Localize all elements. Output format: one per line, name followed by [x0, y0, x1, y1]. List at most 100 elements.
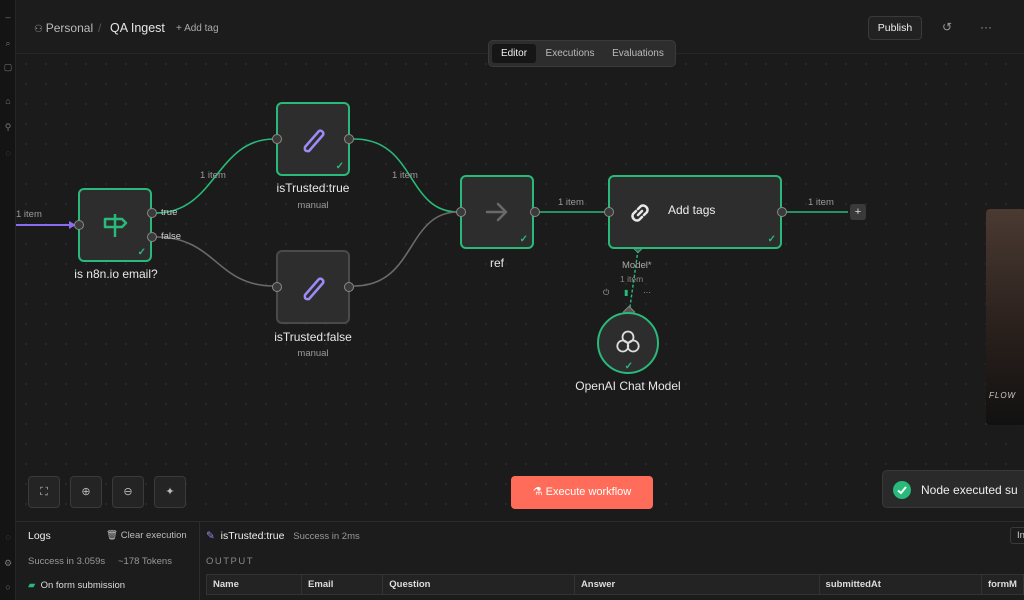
- zoom-out-button[interactable]: ⊖: [112, 476, 144, 508]
- label-false: false: [161, 231, 182, 242]
- success-check-circle-icon: [893, 481, 911, 499]
- ref-output-port[interactable]: [530, 207, 540, 217]
- delete-icon[interactable]: ▮: [624, 288, 629, 297]
- success-check-icon: ✓: [624, 361, 633, 372]
- input-toggle-button[interactable]: In: [1010, 527, 1024, 544]
- toast-text: Node executed su: [921, 483, 1018, 497]
- tab-editor[interactable]: Editor: [492, 44, 536, 63]
- user-icon: ⚇: [34, 24, 46, 35]
- add-node-button[interactable]: +: [850, 204, 866, 220]
- wire-label-ref-tags: 1 item: [558, 197, 584, 208]
- arrow-right-icon: [485, 202, 508, 222]
- node-ref[interactable]: ✓: [460, 175, 534, 249]
- wire-label-if-true: 1 item: [200, 170, 226, 181]
- flask-icon: ⚗: [532, 486, 546, 498]
- execution-summary: Success in 3.059s: [28, 556, 106, 567]
- signpost-icon: [103, 214, 128, 237]
- fit-view-button[interactable]: ⛶: [28, 476, 60, 508]
- add-tags-input-port[interactable]: [604, 207, 614, 217]
- more-options-icon[interactable]: ···: [980, 20, 992, 34]
- node-if-label: is n8n.io email?: [74, 267, 158, 281]
- label-true: true: [161, 207, 178, 218]
- chat-icon[interactable]: ◌: [5, 532, 11, 542]
- zoom-in-button[interactable]: ⊕: [70, 476, 102, 508]
- execute-workflow-button[interactable]: ⚗ Execute workflow: [511, 476, 653, 509]
- wire-if-false: [155, 236, 275, 287]
- pencil-icon: [303, 277, 325, 301]
- tidy-up-button[interactable]: ✦: [154, 476, 186, 508]
- ref-input-port[interactable]: [456, 207, 466, 217]
- logs-list: Logs 🗑 Clear execution Success in 3.059s…: [16, 522, 200, 600]
- view-tabs: Editor Executions Evaluations: [488, 40, 676, 67]
- success-check-icon: ✓: [335, 161, 344, 172]
- node-trusted-false[interactable]: [276, 250, 350, 324]
- trusted-true-output-port[interactable]: [344, 134, 354, 144]
- form-icon: ▰: [28, 580, 36, 591]
- collapse-icon[interactable]: –: [5, 12, 11, 22]
- pencil-icon: [303, 129, 325, 153]
- trusted-true-input-port[interactable]: [272, 134, 282, 144]
- help-icon[interactable]: ◌: [5, 148, 11, 158]
- trusted-false-input-port[interactable]: [272, 282, 282, 292]
- node-if[interactable]: ✓: [78, 188, 152, 262]
- node-add-tags[interactable]: Add tags ✓: [608, 175, 782, 249]
- if-output-true-port[interactable]: [147, 208, 157, 218]
- add-tag-button[interactable]: + Add tag: [176, 23, 219, 34]
- if-output-false-port[interactable]: [147, 232, 157, 242]
- webcam-shirt-text: FLOW: [989, 391, 1017, 400]
- link-icon: [631, 204, 649, 222]
- pencil-icon: ✎: [206, 530, 215, 542]
- toast-notification[interactable]: Node executed su: [882, 470, 1024, 508]
- user-icon[interactable]: ⚲: [4, 122, 12, 132]
- wire-false-ref: [353, 211, 459, 287]
- logs-title: Logs: [28, 530, 51, 542]
- node-ref-label: ref: [489, 256, 505, 270]
- account-icon[interactable]: ○: [5, 582, 11, 592]
- column-header: formM: [980, 574, 1024, 595]
- model-connector-label: Model*: [622, 260, 652, 271]
- node-trusted-false-label: isTrusted:false: [274, 330, 352, 344]
- templates-icon[interactable]: ▢: [3, 62, 13, 72]
- wire-label-tags-out: 1 item: [808, 197, 834, 208]
- history-icon[interactable]: ↺: [942, 20, 953, 34]
- wire-if-true: [155, 138, 275, 214]
- wire-model: [628, 249, 639, 315]
- model-items-label: 1 item: [620, 274, 644, 284]
- settings-icon[interactable]: ⚙: [3, 558, 13, 568]
- add-tags-output-port[interactable]: [777, 207, 787, 217]
- fullscreen-icon: ⛶: [40, 486, 48, 498]
- broom-icon: ✦: [165, 486, 175, 498]
- more-icon[interactable]: ···: [643, 288, 651, 297]
- zoom-in-icon: ⊕: [81, 486, 91, 498]
- if-input-port[interactable]: [74, 220, 84, 230]
- node-add-tags-label: Add tags: [668, 203, 716, 217]
- connection-wires: [16, 138, 848, 319]
- node-trusted-true-label: isTrusted:true: [276, 181, 350, 195]
- search-icon[interactable]: ⌕: [5, 38, 11, 48]
- node-trusted-true-sub: manual: [297, 200, 329, 211]
- node-trusted-true[interactable]: ✓: [276, 102, 350, 176]
- home-icon[interactable]: ⌂: [5, 96, 11, 106]
- clear-execution-button[interactable]: 🗑 Clear execution: [106, 530, 187, 541]
- wire-label-true-ref: 1 item: [392, 170, 418, 181]
- log-item-trigger[interactable]: ▰ On form submission: [28, 580, 126, 591]
- success-check-icon: ✓: [767, 234, 776, 245]
- openai-icon: [616, 330, 640, 353]
- breadcrumb-project[interactable]: ⚇ Personal: [34, 21, 94, 35]
- tab-evaluations[interactable]: Evaluations: [612, 48, 664, 59]
- workflow-canvas[interactable]: 1 item 1 item 1 item 1 item 1 item ✓ tru…: [16, 54, 1024, 521]
- trigger-wire-arrow: [69, 221, 76, 229]
- power-icon[interactable]: ⏻: [603, 288, 610, 297]
- wire-label-input: 1 item: [16, 209, 42, 220]
- zoom-out-icon: ⊖: [123, 486, 133, 498]
- node-openai[interactable]: ✓: [597, 312, 659, 374]
- output-table: Name Email Question Answer submittedAt f…: [205, 574, 1024, 595]
- column-header: Answer: [573, 574, 820, 595]
- trusted-false-output-port[interactable]: [344, 282, 354, 292]
- tab-executions[interactable]: Executions: [545, 48, 595, 59]
- logs-panel: Logs 🗑 Clear execution Success in 3.059s…: [16, 521, 1024, 600]
- publish-button[interactable]: Publish: [868, 16, 922, 40]
- workflow-title[interactable]: QA Ingest: [110, 21, 165, 35]
- breadcrumb-separator: /: [98, 21, 102, 35]
- webcam-overlay: FLOW: [986, 209, 1024, 425]
